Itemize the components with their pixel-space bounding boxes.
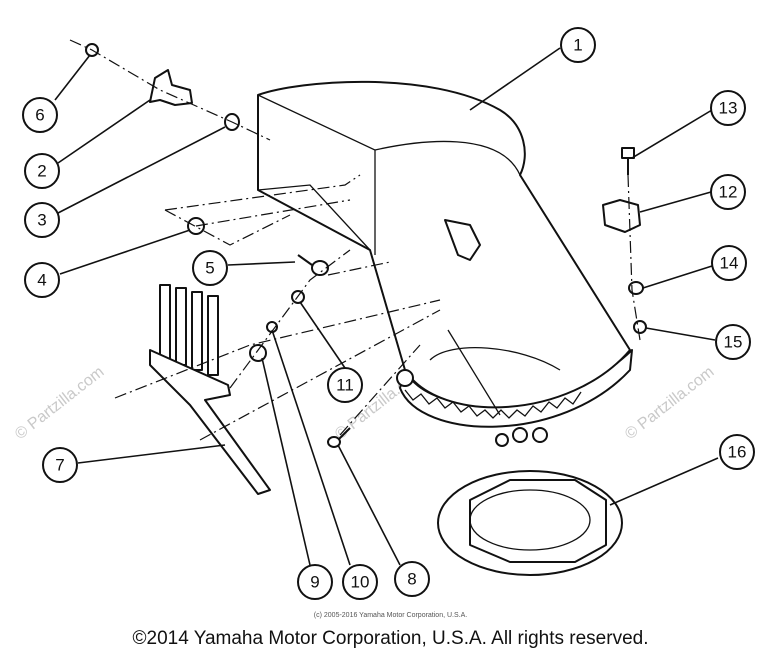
small-copyright: (c) 2005-2016 Yamaha Motor Corporation, …: [313, 612, 468, 619]
small-parts: [85, 43, 647, 448]
callout-12: 12: [710, 174, 746, 210]
callout-9: 9: [297, 564, 333, 600]
callout-13-label: 13: [719, 99, 738, 118]
callout-7: 7: [42, 447, 78, 483]
callout-14: 14: [711, 245, 747, 281]
callout-10: 10: [342, 564, 378, 600]
callout-11-label: 11: [336, 376, 354, 395]
callout-8: 8: [394, 561, 430, 597]
callout-4: 4: [24, 262, 60, 298]
callout-3: 3: [24, 202, 60, 238]
callout-14-label: 14: [720, 254, 739, 273]
callout-11: 11: [327, 367, 363, 403]
callout-15-label: 15: [724, 333, 743, 352]
callout-7-label: 7: [55, 456, 64, 475]
callout-16: 16: [719, 434, 755, 470]
part-base-ring: [437, 470, 623, 576]
callout-9-label: 9: [310, 573, 319, 592]
part-chute: [257, 80, 633, 447]
callout-4-label: 4: [37, 271, 46, 290]
callout-6-label: 6: [35, 106, 44, 125]
watermark-right: © Partzilla.com: [622, 363, 717, 443]
callout-6: 6: [22, 97, 58, 133]
callout-5: 5: [192, 250, 228, 286]
part-deflector: [149, 284, 271, 495]
callout-5-label: 5: [205, 259, 214, 278]
callout-12-label: 12: [719, 183, 738, 202]
assembly-lines: [69, 39, 641, 441]
callout-1: 1: [560, 27, 596, 63]
callout-3-label: 3: [37, 211, 46, 230]
callout-16-label: 16: [728, 443, 747, 462]
copyright-notice: ©2014 Yamaha Motor Corporation, U.S.A. A…: [132, 628, 649, 649]
callout-13: 13: [710, 90, 746, 126]
callout-1-label: 1: [573, 36, 582, 55]
callout-2: 2: [24, 153, 60, 189]
callout-10-label: 10: [351, 573, 370, 592]
watermark-left: © Partzilla.com: [12, 363, 107, 443]
callout-2-label: 2: [37, 162, 46, 181]
callout-8-label: 8: [407, 570, 416, 589]
leader-lines: [54, 47, 719, 566]
callout-15: 15: [715, 324, 751, 360]
